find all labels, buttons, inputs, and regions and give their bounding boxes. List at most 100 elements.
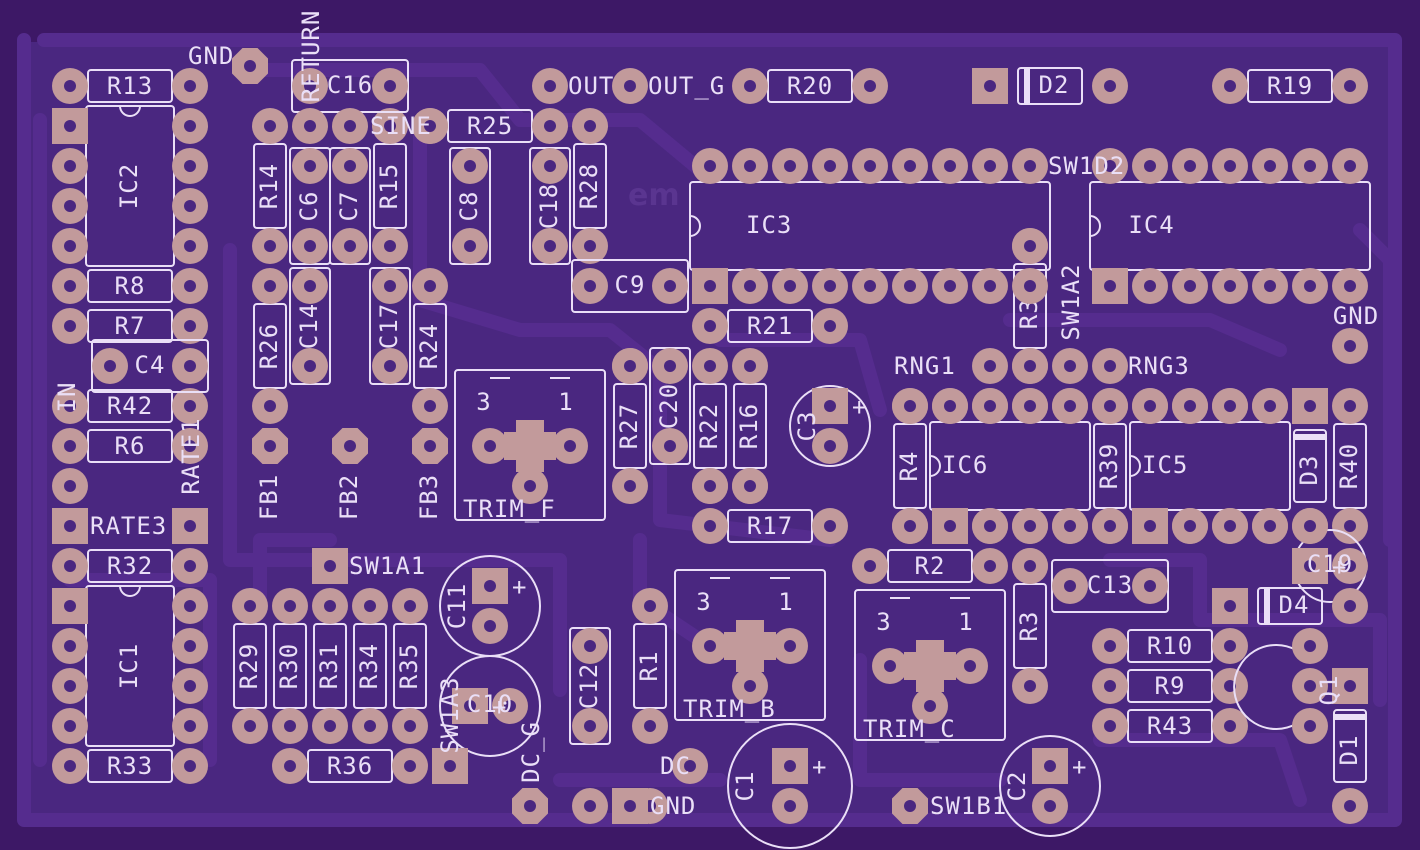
pad [1012, 228, 1048, 264]
part-outline [727, 723, 853, 849]
label-d1: D1 [1335, 735, 1363, 766]
pin1-notch [689, 215, 701, 237]
drill-hole [1344, 520, 1356, 532]
drill-hole [584, 120, 596, 132]
resistor-r17: R17 [692, 508, 848, 544]
drill-hole [824, 440, 836, 452]
drill-hole [1104, 640, 1116, 652]
drill-hole [924, 700, 936, 712]
transistor-q1: Q1 [1233, 628, 1368, 744]
drill-hole [984, 160, 996, 172]
drill-hole [384, 360, 396, 372]
drill-hole [784, 640, 796, 652]
drill-hole [184, 760, 196, 772]
drill-hole [284, 760, 296, 772]
net-label-return: RETURN [297, 10, 325, 103]
resistor-r29: R29 [232, 588, 268, 744]
drill-hole [344, 240, 356, 252]
label-r34: R34 [355, 643, 383, 689]
pad [412, 428, 448, 464]
drill-hole [1184, 160, 1196, 172]
drill-hole [424, 400, 436, 412]
drill-hole [904, 800, 916, 812]
drill-hole [864, 280, 876, 292]
pad [892, 508, 928, 544]
drill-hole [864, 560, 876, 572]
resistor-r14: R14 [252, 108, 288, 264]
drill-hole [1224, 640, 1236, 652]
label-ic3: IC3 [746, 211, 792, 239]
net-label-in: IN [53, 382, 81, 413]
drill-hole [1024, 360, 1036, 372]
chip-ic1: IC1 [52, 585, 208, 747]
drill-hole [264, 440, 276, 452]
drill-hole [344, 440, 356, 452]
drill-hole [1104, 280, 1116, 292]
label-r9: R9 [1155, 672, 1186, 700]
drill-hole [984, 360, 996, 372]
pad [332, 108, 368, 144]
drill-hole [664, 360, 676, 372]
drill-hole [1224, 600, 1236, 612]
drill-hole [364, 600, 376, 612]
drill-hole [904, 160, 916, 172]
drill-hole [184, 600, 196, 612]
wiper-cross [724, 632, 776, 660]
drill-hole [864, 160, 876, 172]
label-r26: R26 [255, 323, 283, 369]
drill-hole [184, 80, 196, 92]
drill-hole [184, 360, 196, 372]
pad [932, 388, 968, 424]
resistor-r30: R30 [272, 588, 308, 744]
label-r33: R33 [107, 752, 153, 780]
connector-pad [672, 748, 708, 784]
drill-hole [704, 360, 716, 372]
resistor-r7: R7 [52, 308, 208, 344]
pin1-notch [929, 455, 941, 477]
connector-pad [52, 468, 88, 504]
drill-hole [184, 280, 196, 292]
label-d3: D3 [1295, 455, 1323, 486]
resistor-r15: R15 [372, 108, 408, 264]
pad [1332, 328, 1368, 364]
label-c19: C19 [1307, 550, 1353, 578]
drill-hole [424, 280, 436, 292]
label-r22: R22 [695, 403, 723, 449]
part-outline [454, 369, 606, 521]
net-label-dc_g: DC_G [517, 721, 545, 783]
drill-hole [1184, 280, 1196, 292]
connector-pad [512, 788, 548, 824]
drill-hole [264, 240, 276, 252]
label-r29: R29 [235, 643, 263, 689]
drill-hole [504, 700, 516, 712]
drill-hole [64, 80, 76, 92]
pin1-label: 1 [958, 608, 973, 636]
capacitor-c20: C20 [649, 347, 691, 465]
drill-hole [184, 680, 196, 692]
drill-hole [1264, 160, 1276, 172]
drill-hole [1024, 240, 1036, 252]
drill-hole [464, 160, 476, 172]
net-label-gnd_top: GND [188, 42, 234, 70]
resistor-r40: R40 [1332, 388, 1368, 544]
drill-hole [784, 160, 796, 172]
drill-hole [704, 480, 716, 492]
pad [732, 468, 768, 504]
pad [1292, 508, 1328, 544]
drill-hole [824, 280, 836, 292]
drill-hole [1144, 280, 1156, 292]
capacitor-c18: C18 [529, 147, 571, 265]
net-label-sw1a1: SW1A1 [349, 552, 426, 580]
resistor-r26: R26 [252, 268, 288, 424]
drill-hole [1344, 800, 1356, 812]
drill-hole [544, 80, 556, 92]
resistor-r33: R33 [52, 748, 208, 784]
net-label-out: OUT [568, 72, 613, 100]
resistor-r6: R6 [52, 428, 208, 464]
label-r19: R19 [1267, 72, 1313, 100]
drill-hole [744, 680, 756, 692]
drill-hole [1024, 400, 1036, 412]
drill-hole [324, 560, 336, 572]
drill-hole [484, 580, 496, 592]
cathode-band [1024, 68, 1030, 104]
